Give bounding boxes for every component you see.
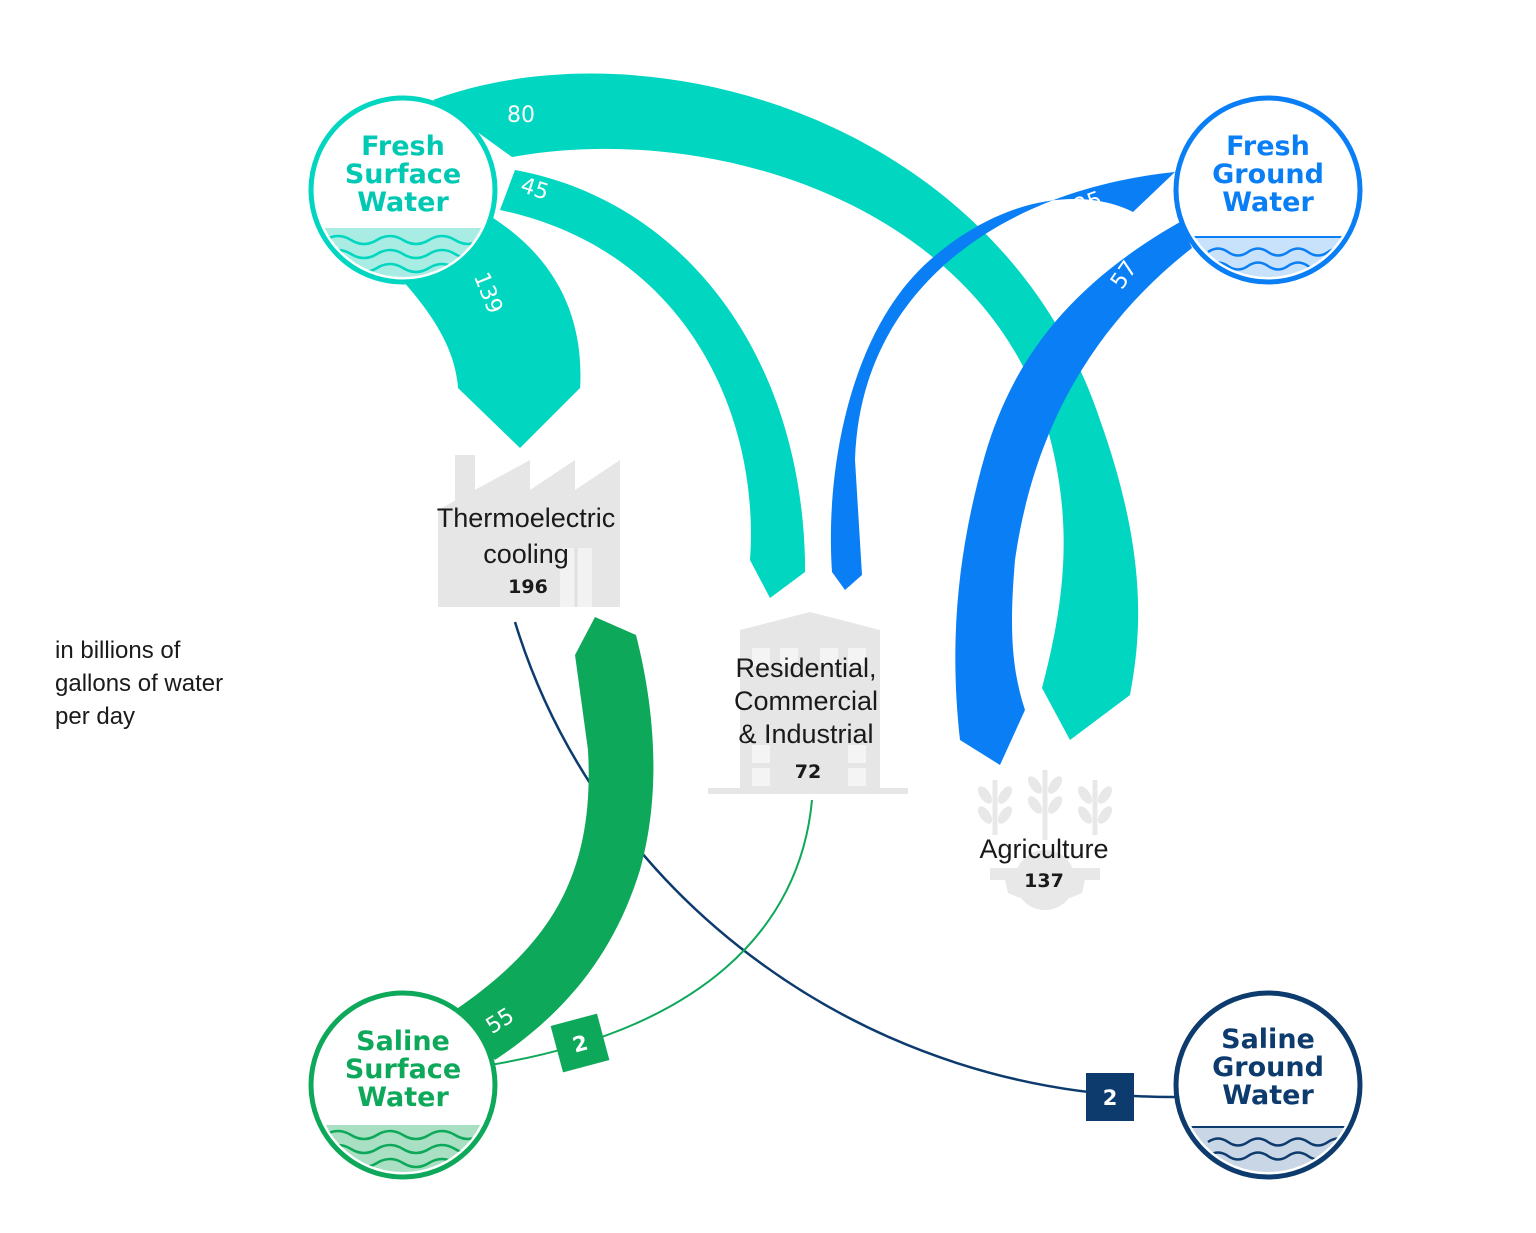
use-total: 72 bbox=[795, 761, 821, 783]
use-label-line: Thermoelectric bbox=[437, 503, 616, 533]
source-label-line: Water bbox=[1222, 187, 1314, 218]
flow-band-fresh-ground-to-agriculture bbox=[955, 222, 1192, 765]
use-total: 196 bbox=[508, 576, 548, 598]
use-total: 137 bbox=[1024, 870, 1064, 892]
svg-text:2: 2 bbox=[1103, 1086, 1118, 1110]
flow-band-fresh-surface-to-residential bbox=[500, 170, 805, 598]
source-label-line: Water bbox=[1222, 1080, 1314, 1111]
source-label-line: Water bbox=[357, 187, 449, 218]
factory-icon bbox=[438, 455, 620, 607]
source-fresh-ground-water: Fresh Ground Water bbox=[1173, 95, 1363, 285]
source-label-line: Saline bbox=[356, 1026, 450, 1057]
source-label-line: Fresh bbox=[1226, 131, 1310, 162]
flow-badge-saline-surface-residential: 2 bbox=[550, 1013, 610, 1073]
source-saline-ground-water: Saline Ground Water bbox=[1173, 990, 1363, 1180]
wheat-gear-icon bbox=[977, 770, 1113, 910]
units-note-line: per day bbox=[55, 703, 136, 730]
use-residential-commercial-industrial: Residential, Commercial & Industrial 72 bbox=[734, 653, 878, 783]
source-label-line: Surface bbox=[345, 159, 461, 190]
flow-band-fresh-ground-to-residential bbox=[830, 172, 1175, 590]
units-note: in billions of gallons of water per day bbox=[55, 634, 315, 733]
source-saline-surface-water: Saline Surface Water bbox=[308, 990, 498, 1180]
use-label-line: cooling bbox=[483, 539, 569, 569]
source-label-line: Fresh bbox=[361, 131, 445, 162]
building-icon bbox=[708, 612, 908, 794]
use-label-line: & Industrial bbox=[738, 719, 873, 749]
use-label-line: Agriculture bbox=[979, 834, 1108, 864]
source-label-line: Ground bbox=[1212, 159, 1324, 190]
use-agriculture: Agriculture 137 bbox=[979, 834, 1108, 892]
source-label-line: Water bbox=[357, 1082, 449, 1113]
source-label-line: Surface bbox=[345, 1054, 461, 1085]
flow-badge-saline-ground-thermoelectric: 2 bbox=[1086, 1073, 1134, 1121]
units-note-line: in billions of bbox=[55, 637, 181, 664]
use-label-line: Residential, bbox=[735, 653, 876, 683]
source-label-line: Ground bbox=[1212, 1052, 1324, 1083]
svg-text:2: 2 bbox=[570, 1030, 590, 1057]
units-note-line: gallons of water bbox=[55, 670, 224, 697]
flow-line-saline-ground-to-thermoelectric bbox=[513, 621, 1181, 1099]
use-thermoelectric-cooling: Thermoelectric cooling 196 bbox=[437, 503, 616, 598]
flow-band-saline-surface-to-thermoelectric bbox=[455, 617, 654, 1060]
source-label-line: Saline bbox=[1221, 1024, 1315, 1055]
use-label-line: Commercial bbox=[734, 686, 878, 716]
flow-value-fresh-surface-agriculture: 80 bbox=[507, 103, 535, 128]
